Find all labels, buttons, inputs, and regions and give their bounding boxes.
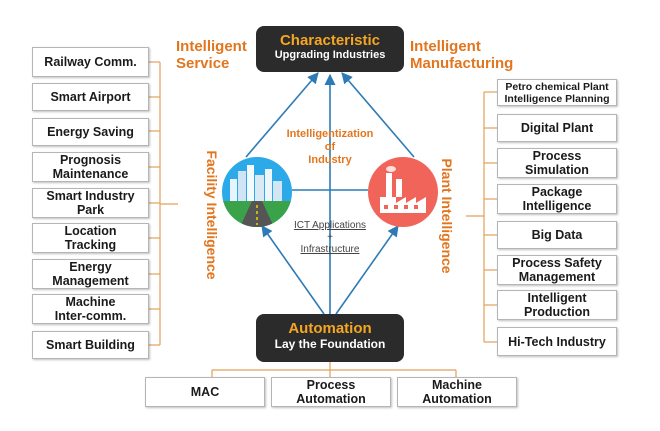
left-item-location-tracking: Location Tracking xyxy=(32,223,149,253)
bottom-bracket xyxy=(211,361,457,378)
right-item-process-simulation: Process Simulation xyxy=(497,148,617,178)
left-item-prognosis-maintenance: Prognosis Maintenance xyxy=(32,152,149,182)
right-item-digital-plant: Digital Plant xyxy=(497,114,617,142)
left-item-railway-comm: Railway Comm. xyxy=(32,47,149,77)
automation-box: Automation Lay the Foundation xyxy=(256,314,404,362)
automation-subtitle: Lay the Foundation xyxy=(274,337,386,351)
plant-intelligence-label: Plant Intelligence xyxy=(439,158,455,274)
right-bracket xyxy=(466,91,497,343)
left-item-energy-saving: Energy Saving xyxy=(32,118,149,146)
left-item-machine-inter-comm: Machine Inter-comm. xyxy=(32,294,149,324)
bottom-item-mac: MAC xyxy=(145,377,265,407)
right-item-package-intelligence: Package Intelligence xyxy=(497,184,617,214)
intelligent-service-label: Intelligent Service xyxy=(176,38,247,72)
left-item-smart-airport: Smart Airport xyxy=(32,83,149,111)
facility-intelligence-label: Facility Intelligence xyxy=(204,150,220,280)
left-item-energy-management: Energy Management xyxy=(32,259,149,289)
ict-plus-text: + xyxy=(327,232,333,243)
left-item-smart-building: Smart Building xyxy=(32,331,149,359)
right-item-petro-chemical-plant: Petro chemical Plant Intelligence Planni… xyxy=(497,79,617,106)
ict-applications-text: ICT Applications xyxy=(293,220,367,231)
right-item-big-data: Big Data xyxy=(497,221,617,249)
left-bracket xyxy=(149,61,178,346)
right-item-hi-tech-industry: Hi-Tech Industry xyxy=(497,327,617,356)
left-item-smart-industry-park: Smart Industry Park xyxy=(32,188,149,218)
right-item-intelligent-production: Intelligent Production xyxy=(497,290,617,320)
characteristic-title: Characteristic xyxy=(279,32,381,49)
characteristic-subtitle: Upgrading Industries xyxy=(274,49,386,61)
diamond-arrows xyxy=(245,72,415,315)
automation-title: Automation xyxy=(288,320,372,337)
city-road-icon xyxy=(222,157,292,227)
bottom-item-process-automation: Process Automation xyxy=(271,377,391,407)
characteristic-box: Characteristic Upgrading Industries xyxy=(256,26,404,72)
ict-text: ICT Applications + Infrastructure xyxy=(270,220,390,256)
bottom-item-machine-automation: Machine Automation xyxy=(397,377,517,407)
right-item-process-safety-management: Process Safety Management xyxy=(497,255,617,285)
intelligentization-text: Intelligentization of Industry xyxy=(286,128,374,166)
factory-icon xyxy=(368,157,438,227)
intelligent-manufacturing-label: Intelligent Manufacturing xyxy=(410,38,514,72)
ict-infrastructure-text: Infrastructure xyxy=(300,244,360,255)
